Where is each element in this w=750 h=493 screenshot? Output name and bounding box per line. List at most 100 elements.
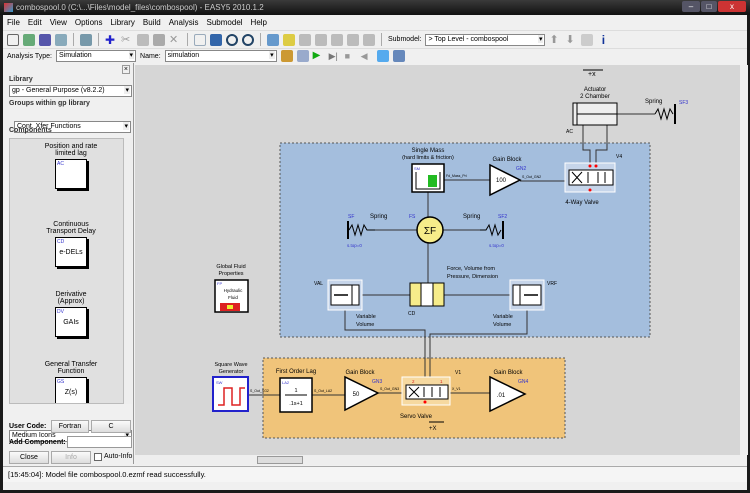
horizontal-scrollbar[interactable]: [135, 455, 740, 465]
force-sum-block[interactable]: [416, 216, 444, 244]
open-folder-icon[interactable]: [280, 50, 293, 62]
single-mass-block[interactable]: [411, 163, 445, 193]
back-icon[interactable]: ◀: [360, 51, 368, 61]
fortran-button[interactable]: Fortran: [51, 420, 89, 433]
gain-block[interactable]: [489, 375, 527, 413]
actuator-block[interactable]: [572, 102, 618, 126]
add-component-input[interactable]: [67, 436, 132, 448]
connect-icon[interactable]: [347, 33, 359, 46]
spring-label: Spring: [370, 214, 387, 220]
plot-icon[interactable]: [376, 50, 389, 62]
user-code-label: User Code:: [9, 423, 47, 430]
panel-close-icon[interactable]: ×: [121, 65, 130, 74]
info-icon[interactable]: i: [601, 32, 606, 47]
grid-icon[interactable]: [194, 33, 206, 46]
connections: [248, 113, 655, 396]
groups-select[interactable]: Cont. Xfer Functions: [14, 121, 131, 133]
components-label: Components: [9, 127, 52, 134]
component-icon[interactable]: [267, 33, 279, 46]
lag-tag: LA2: [282, 380, 290, 385]
components-scrollbar[interactable]: [124, 138, 132, 404]
menu-edit[interactable]: Edit: [27, 18, 42, 27]
volume-tag: VAL: [314, 281, 323, 287]
close-button[interactable]: x: [718, 1, 746, 12]
auto-info-label: Auto-Info: [104, 453, 133, 460]
delete-icon[interactable]: ✕: [169, 33, 179, 46]
gain-block[interactable]: [344, 375, 380, 412]
step-icon[interactable]: ▶|: [328, 51, 338, 61]
component-icon: AC: [55, 159, 87, 189]
find-icon[interactable]: [80, 33, 92, 46]
four-way-valve-block[interactable]: [564, 162, 616, 193]
c-button[interactable]: C: [91, 420, 131, 433]
library-icon[interactable]: [283, 33, 295, 46]
move-icon[interactable]: ✚: [105, 32, 116, 47]
zoom-in-icon[interactable]: [242, 33, 254, 46]
minimize-button[interactable]: –: [682, 1, 700, 12]
cut-icon[interactable]: ✂: [121, 33, 131, 46]
global-fluid-block[interactable]: [214, 279, 249, 313]
zoom-out-icon[interactable]: [226, 33, 238, 46]
menu-library[interactable]: Library: [110, 18, 135, 27]
menu-options[interactable]: Options: [74, 18, 103, 27]
vertical-scrollbar[interactable]: [740, 65, 748, 455]
maximize-button[interactable]: □: [701, 1, 717, 12]
menu-help[interactable]: Help: [250, 18, 267, 27]
paste-icon[interactable]: [153, 33, 165, 46]
spring-block[interactable]: [480, 221, 504, 239]
menu-view[interactable]: View: [49, 18, 67, 27]
route-icon[interactable]: [363, 33, 375, 46]
fit-icon[interactable]: [210, 33, 222, 46]
group-icon[interactable]: [299, 33, 311, 46]
table-icon[interactable]: [392, 50, 405, 62]
menu-file[interactable]: File: [7, 18, 20, 27]
cd-tag: CD: [408, 311, 416, 317]
variable-volume-block[interactable]: [327, 279, 363, 311]
component-name: Derivative (Approx): [55, 291, 87, 305]
mass-label: Single Mass: [412, 148, 445, 154]
ungroup-icon[interactable]: [315, 33, 327, 46]
variable-volume-block[interactable]: [509, 279, 545, 311]
copy-icon[interactable]: [137, 33, 149, 46]
fluid-label: Global Fluid: [216, 264, 245, 270]
up-arrow-icon[interactable]: ⬆: [549, 33, 559, 46]
save-icon[interactable]: [55, 33, 67, 46]
down-arrow-icon[interactable]: ⬇: [565, 33, 575, 46]
analysis-type-select[interactable]: Simulation: [56, 50, 137, 62]
close-panel-button[interactable]: Close: [9, 451, 49, 464]
volume-label: Volume: [356, 322, 374, 328]
square-wave-label: Generator: [219, 369, 244, 375]
gain-block[interactable]: [489, 163, 522, 197]
menu-build[interactable]: Build: [142, 18, 161, 27]
auto-info-checkbox[interactable]: [94, 453, 102, 461]
spring-block[interactable]: [347, 221, 375, 239]
scroll-thumb[interactable]: [257, 456, 303, 464]
stop-icon[interactable]: ■: [344, 51, 351, 61]
align-icon[interactable]: [331, 33, 343, 46]
info-button[interactable]: Info: [51, 451, 91, 464]
submodel-icon[interactable]: [581, 33, 594, 46]
lag-numerator: 1: [294, 388, 297, 394]
new-icon[interactable]: [7, 33, 19, 46]
library-select[interactable]: gp - General Purpose (v8.2.2): [9, 85, 132, 97]
setup-icon[interactable]: [296, 50, 309, 62]
analysis-type-label: Analysis Type:: [7, 52, 53, 60]
run-icon[interactable]: ▶: [312, 50, 321, 61]
servo-valve-block[interactable]: [401, 376, 451, 406]
name-select[interactable]: simulation: [164, 50, 277, 62]
submodel-select[interactable]: > Top Level - combospool: [425, 33, 546, 46]
model-canvas[interactable]: +x Actuator 2 Chamber AC Spring SF3 V4 4…: [135, 65, 740, 455]
menu-submodel[interactable]: Submodel: [206, 18, 243, 27]
open-icon[interactable]: [23, 33, 35, 46]
block-diagram[interactable]: +x Actuator 2 Chamber AC Spring SF3 V4 4…: [135, 65, 740, 455]
square-wave-block[interactable]: [212, 376, 249, 412]
spring-block[interactable]: [654, 104, 676, 124]
force-volume-block[interactable]: [409, 282, 445, 307]
menu-analysis[interactable]: Analysis: [168, 18, 199, 27]
print-icon[interactable]: [39, 33, 51, 46]
